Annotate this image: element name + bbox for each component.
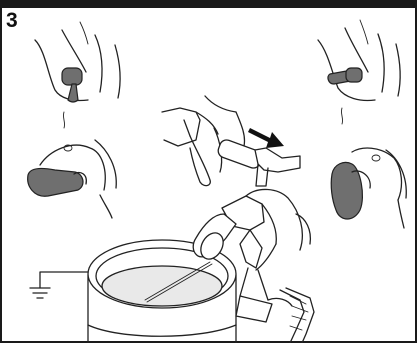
tip-removal-detail bbox=[162, 96, 300, 186]
trigger-lock-locked-detail bbox=[35, 22, 120, 128]
lock-lever-vertical-detail bbox=[331, 148, 406, 228]
direction-arrow-icon bbox=[248, 128, 284, 148]
ground-symbol-icon bbox=[30, 272, 88, 298]
trigger-lock-unlocked-detail bbox=[318, 20, 400, 124]
paint-surface bbox=[102, 266, 222, 306]
lock-lever bbox=[28, 168, 83, 196]
lock-knob bbox=[62, 68, 82, 85]
lock-lever-horizontal-detail bbox=[28, 140, 117, 218]
